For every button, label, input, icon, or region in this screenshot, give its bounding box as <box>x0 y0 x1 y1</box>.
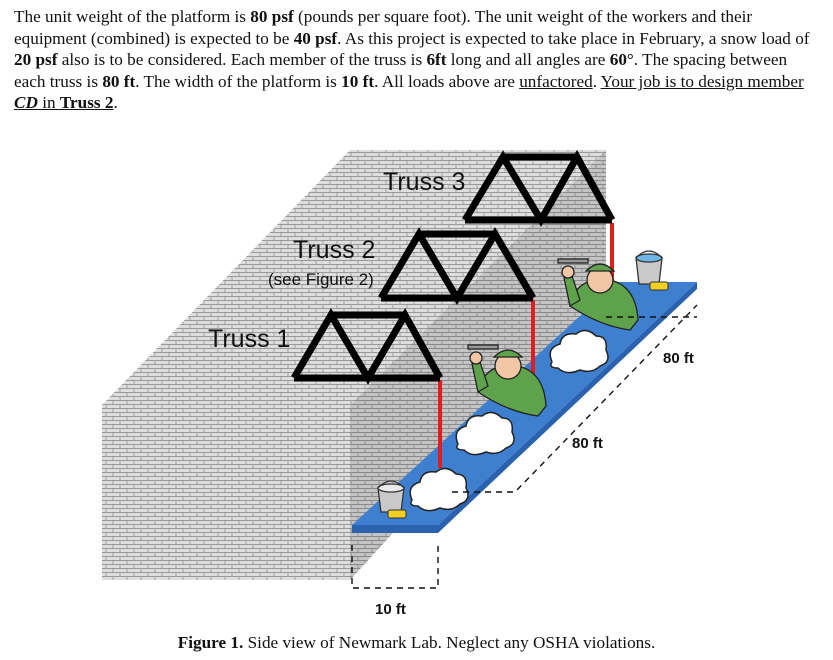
wall-top-face <box>102 150 606 405</box>
dimension-spacing <box>452 304 698 493</box>
dimension-spacing-front-label: 80 ft <box>572 435 603 452</box>
wall-front-face <box>102 405 350 580</box>
figure-caption: Figure 1. Side view of Newmark Lab. Negl… <box>177 633 656 652</box>
dimension-width-label: 10 ft <box>375 601 406 618</box>
bucket-1 <box>377 480 407 519</box>
truss-3-label: Truss 3 <box>383 168 465 196</box>
truss-1 <box>290 307 444 385</box>
truss-2-note: (see Figure 2) <box>268 270 374 289</box>
dimension-spacing-back-label: 80 ft <box>663 350 694 367</box>
platform-side-edge <box>438 282 697 533</box>
truss-2 <box>377 227 537 305</box>
snow-pile-1 <box>409 467 469 512</box>
truss-2-label: Truss 2 <box>293 236 375 264</box>
worker-1 <box>467 344 547 417</box>
snow-pile-3 <box>549 329 609 374</box>
problem-statement: The unit weight of the platform is 80 ps… <box>14 7 810 113</box>
bucket-2 <box>635 250 669 291</box>
truss-3 <box>462 149 616 227</box>
truss-1-label: Truss 1 <box>208 325 290 353</box>
snow-pile-2 <box>455 411 515 456</box>
platform-front-edge <box>352 525 438 533</box>
